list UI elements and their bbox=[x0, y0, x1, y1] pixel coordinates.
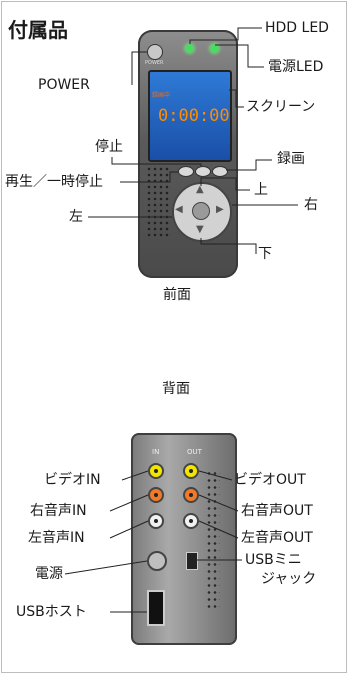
audio-l-in-jack bbox=[148, 513, 164, 529]
leader-hdd-led bbox=[189, 27, 262, 44]
label-audio-r-out: 右音声OUT bbox=[241, 503, 313, 519]
label-stop: 停止 bbox=[95, 139, 123, 155]
label-power: POWER bbox=[38, 77, 90, 93]
speaker-grille bbox=[146, 166, 170, 238]
label-screen: スクリーン bbox=[246, 99, 316, 115]
leader-audio-l-in bbox=[109, 520, 149, 539]
label-hdd-led: HDD LED bbox=[265, 20, 329, 36]
screen-time: 0:00:00 bbox=[158, 106, 230, 126]
leader-screen bbox=[229, 89, 244, 108]
back-vent bbox=[206, 470, 220, 610]
label-up: 上 bbox=[254, 182, 268, 198]
leader-play-pause bbox=[120, 171, 178, 183]
video-out-jack bbox=[183, 463, 199, 479]
power-button-print: POWER bbox=[145, 60, 164, 66]
figure-title: 付属品 bbox=[8, 18, 68, 42]
leader-stop bbox=[111, 157, 202, 166]
label-down: 下 bbox=[258, 246, 272, 262]
leader-up bbox=[200, 177, 250, 191]
out-tag: OUT bbox=[187, 448, 202, 456]
in-tag: IN bbox=[152, 448, 160, 456]
screen-status-text: 録画中 bbox=[152, 92, 171, 99]
usb-host-port bbox=[147, 590, 165, 626]
leader-power bbox=[131, 51, 147, 85]
label-usb-mini-line2: ジャック bbox=[261, 571, 317, 587]
usb-mini-port bbox=[186, 552, 198, 570]
power-led bbox=[210, 44, 219, 53]
leader-audio-r-out bbox=[198, 494, 239, 512]
audio-r-out-jack bbox=[183, 487, 199, 503]
label-usb-host: USBホスト bbox=[16, 604, 87, 620]
play-pause-button bbox=[178, 166, 194, 177]
label-audio-r-in: 右音声IN bbox=[30, 503, 87, 519]
direction-pad-center bbox=[192, 202, 210, 220]
label-video-out: ビデオOUT bbox=[234, 472, 306, 488]
label-usb-mini: USBミニ bbox=[245, 552, 302, 568]
hdd-led bbox=[185, 44, 194, 53]
label-power-led: 電源LED bbox=[268, 59, 324, 75]
up-arrow-icon: ▲ bbox=[196, 184, 204, 195]
leader-audio-r-in bbox=[109, 494, 149, 512]
leader-audio-l-out bbox=[198, 520, 239, 539]
record-button bbox=[212, 166, 228, 177]
video-in-jack bbox=[148, 463, 164, 479]
audio-r-in-jack bbox=[148, 487, 164, 503]
label-play-pause: 再生／一時停止 bbox=[5, 174, 103, 190]
stop-button bbox=[195, 166, 211, 177]
label-right: 右 bbox=[304, 197, 318, 213]
down-arrow-icon: ▼ bbox=[196, 224, 204, 235]
audio-l-out-jack bbox=[183, 513, 199, 529]
leader-power-led bbox=[215, 44, 264, 68]
label-audio-l-out: 左音声OUT bbox=[241, 530, 313, 546]
power-button bbox=[147, 44, 163, 60]
leader-dc-power bbox=[64, 560, 148, 575]
dc-power-jack bbox=[147, 551, 167, 571]
label-record: 録画 bbox=[277, 151, 305, 167]
label-audio-l-in: 左音声IN bbox=[28, 530, 85, 546]
leader-video-out bbox=[198, 470, 233, 481]
label-left: 左 bbox=[69, 209, 83, 225]
label-dc-power: 電源 bbox=[35, 566, 63, 582]
leader-record bbox=[226, 159, 272, 171]
device-screen bbox=[148, 70, 232, 162]
right-arrow-icon: ▶ bbox=[216, 204, 224, 215]
caption-back: 背面 bbox=[162, 381, 190, 397]
left-arrow-icon: ◀ bbox=[175, 204, 183, 215]
caption-front: 前面 bbox=[163, 287, 191, 303]
label-video-in: ビデオIN bbox=[44, 472, 101, 488]
leader-video-in bbox=[121, 470, 149, 481]
leader-down bbox=[200, 238, 257, 254]
